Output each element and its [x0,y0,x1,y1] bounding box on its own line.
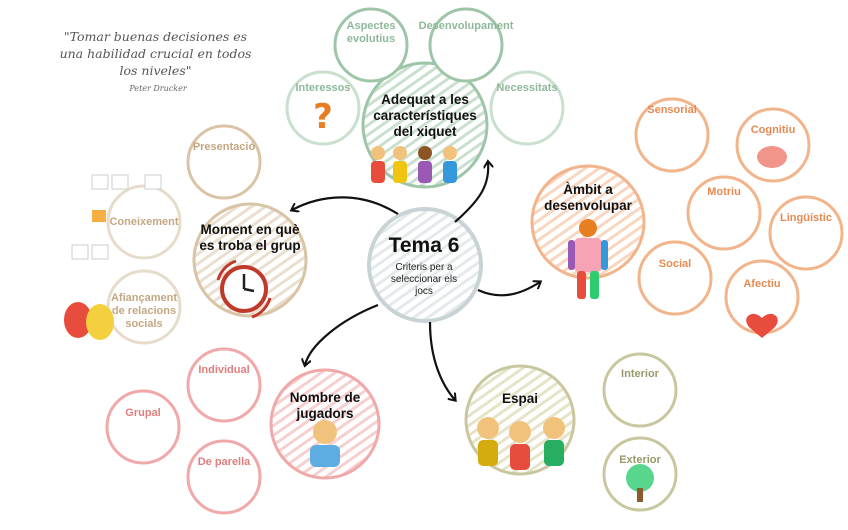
moment-node-label: Moment en què es troba el grup [188,222,312,254]
necessitats-label: Necessitats [496,82,558,94]
arrow-to-moment [292,196,399,215]
individual-circle [186,347,262,423]
adequat-label-line-2: característiques [373,108,477,123]
center-subtitle-line-3: jocs [415,286,433,297]
question-mark-icon: ? [313,97,333,137]
brain-icon [757,146,787,168]
individual-label: Individual [198,364,250,376]
puzzle-person-icon [568,219,608,299]
grupal-circle [105,389,181,465]
theater-masks-icon [64,302,114,340]
quote-author: Peter Drucker [129,84,187,93]
cognitiu-label: Cognitiu [750,124,796,136]
ambit-label-line-1: Àmbit a [563,182,613,197]
nombre-label-line-1: Nombre de [289,390,361,405]
ambit-node-label: Àmbit a desenvolupar [536,182,640,214]
social-circle [637,240,713,316]
interior-label: Interior [621,368,659,380]
puzzle-cards-icon [71,174,162,260]
de-parella-circle [186,439,262,515]
desenvolupament-circle [428,7,504,83]
arrow-to-espai [428,321,455,400]
kids-group-icon [371,146,457,183]
espai-node-label: Espai [501,391,539,406]
social-label: Social [658,258,692,270]
cognitiu-circle [735,107,811,183]
sensorial-label: Sensorial [647,104,697,116]
arrow-to-adequat [454,162,488,223]
adequat-label-line-1: Adequat a les [381,92,469,107]
exterior-label: Exterior [619,454,661,466]
coneixement-circle [106,184,182,260]
interessos-label: Interessos [295,82,351,94]
aspectes-evolutius-label: Aspectes evolutius [346,20,396,45]
afectiu-label: Afectiu [743,278,781,290]
sensorial-circle [634,97,710,173]
grupal-label: Grupal [125,407,161,419]
interior-circle [602,352,678,428]
motriu-circle [686,175,762,251]
center-subtitle-line-1: Criteris per a [395,262,453,273]
quote-text: "Tomar buenas decisiones es una habilida… [48,28,263,79]
center-node-circle [367,207,483,323]
arrow-to-ambit [477,282,540,297]
adequat-label-line-3: del xiquet [393,124,457,139]
ambit-label-line-2: desenvolupar [544,198,632,213]
necessitats-circle [489,70,565,146]
nombre-label-line-2: jugadors [296,406,354,421]
quote-line-1: "Tomar buenas decisiones es [63,29,248,44]
linguistic-label: Lingüístic [780,212,832,224]
center-subtitle: Criteris per a seleccionar els jocs [372,262,476,298]
clock-icon [216,259,272,319]
desenvolupament-label: Desenvolupament [418,20,514,32]
moment-label-line-1: Moment en què [200,222,300,237]
afiancament-label: Afiançament de relacions socials [110,292,178,330]
heart-icon [746,313,778,338]
quote-line-2: una habilidad crucial en todos [59,46,252,61]
presentacio-label: Presentació [192,141,256,153]
motriu-label: Motriu [707,186,741,198]
nombre-node-label: Nombre de jugadors [272,390,378,422]
boy-thinking-icon [310,420,340,467]
center-subtitle-line-2: seleccionar els [390,274,458,285]
moment-label-line-2: es troba el grup [199,238,301,253]
presentacio-circle [186,124,262,200]
adequat-node-label: Adequat a les característiques del xique… [358,92,492,140]
interessos-circle [285,70,361,146]
center-title: Tema 6 [388,234,460,257]
tree-icon [626,464,654,502]
aspectes-circle [333,7,409,83]
de-parella-label: De parella [197,456,251,468]
kids-walking-icon [477,417,565,470]
coneixement-label: Coneixement [109,216,179,228]
linguistic-circle [768,195,844,271]
afiancament-circle [106,269,182,345]
arrow-to-nombre [305,303,379,365]
quote-line-3: los niveles" [119,63,192,78]
